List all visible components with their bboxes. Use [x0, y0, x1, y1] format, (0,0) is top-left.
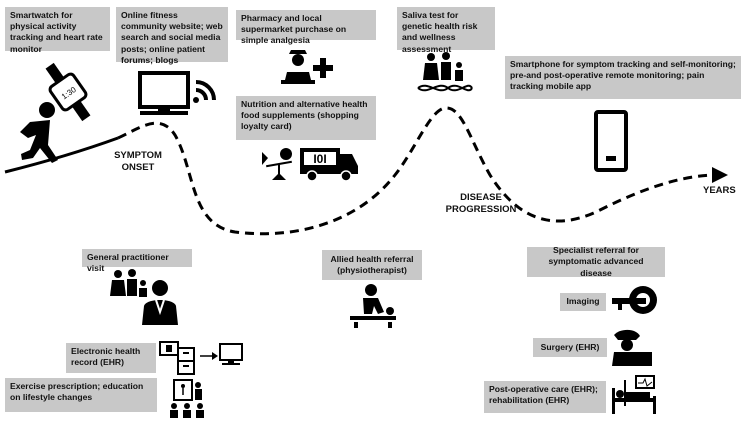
ehr-folder-icon	[159, 341, 179, 356]
exercise-box: Exercise prescription; education on life…	[5, 378, 157, 412]
imaging-box: Imaging	[560, 293, 606, 311]
smartphone-icon	[594, 110, 628, 172]
nutrition-box: Nutrition and alternative health food su…	[236, 96, 376, 140]
symptom-onset-line2: ONSET	[121, 161, 155, 173]
physiotherapy-icon	[350, 284, 396, 328]
disease-progression-label: DISEASE PROGRESSION	[440, 192, 522, 216]
running-person-icon	[20, 102, 58, 163]
smartphone-box: Smartphone for symptom tracking and self…	[505, 56, 741, 99]
surgery-box: Surgery (EHR)	[533, 338, 607, 357]
symptom-onset-line1: SYMPTOM	[114, 150, 162, 161]
computer-monitor-icon	[138, 71, 190, 115]
smartwatch-icon	[45, 62, 91, 122]
years-label: YEARS	[703, 185, 736, 196]
file-cabinet-icon	[177, 347, 195, 375]
doctor-icon	[142, 280, 178, 325]
pharmacist-icon	[281, 50, 315, 84]
dna-icon	[417, 84, 473, 92]
disease-progression-line2: PROGRESSION	[445, 203, 517, 215]
online-fitness-box: Online fitness community website; web se…	[116, 7, 228, 65]
surgeon-icon	[612, 329, 652, 366]
hospital-bed-icon	[612, 375, 656, 414]
family-icon	[110, 269, 147, 297]
allied-health-box: Allied health referral (physiotherapist)	[322, 250, 422, 280]
mri-scanner-icon	[612, 286, 657, 314]
saliva-box: Saliva test for genetic health risk and …	[397, 7, 495, 54]
postop-box: Post-operative care (EHR); rehabilitatio…	[484, 381, 606, 413]
arrow-right-icon	[200, 352, 218, 360]
wifi-signal-icon	[193, 80, 216, 103]
symptom-onset-label: SYMPTOM ONSET	[110, 150, 166, 174]
pharmacy-box: Pharmacy and local supermarket purchase …	[236, 10, 376, 45]
arrow-head-icon	[712, 167, 728, 183]
disease-progression-line1: DISEASE	[460, 192, 502, 203]
family-icon	[423, 52, 463, 81]
smartwatch-box: Smartwatch for physical activity trackin…	[5, 7, 110, 54]
nutrition-scale-icon	[262, 148, 292, 180]
food-truck-icon	[300, 148, 358, 182]
disease-trajectory-curve	[117, 106, 719, 236]
early-trajectory-line	[4, 136, 119, 174]
medical-cross-icon	[313, 58, 333, 78]
ehr-box: Electronic health record (EHR)	[66, 343, 156, 373]
teacher-icon	[173, 379, 202, 401]
specialist-box: Specialist referral for symptomatic adva…	[527, 245, 665, 278]
monitor-icon	[219, 343, 243, 365]
van-sign-text: I0I	[313, 152, 326, 166]
group-icon	[170, 403, 204, 418]
gp-visit-box: General practitioner visit	[82, 249, 192, 273]
